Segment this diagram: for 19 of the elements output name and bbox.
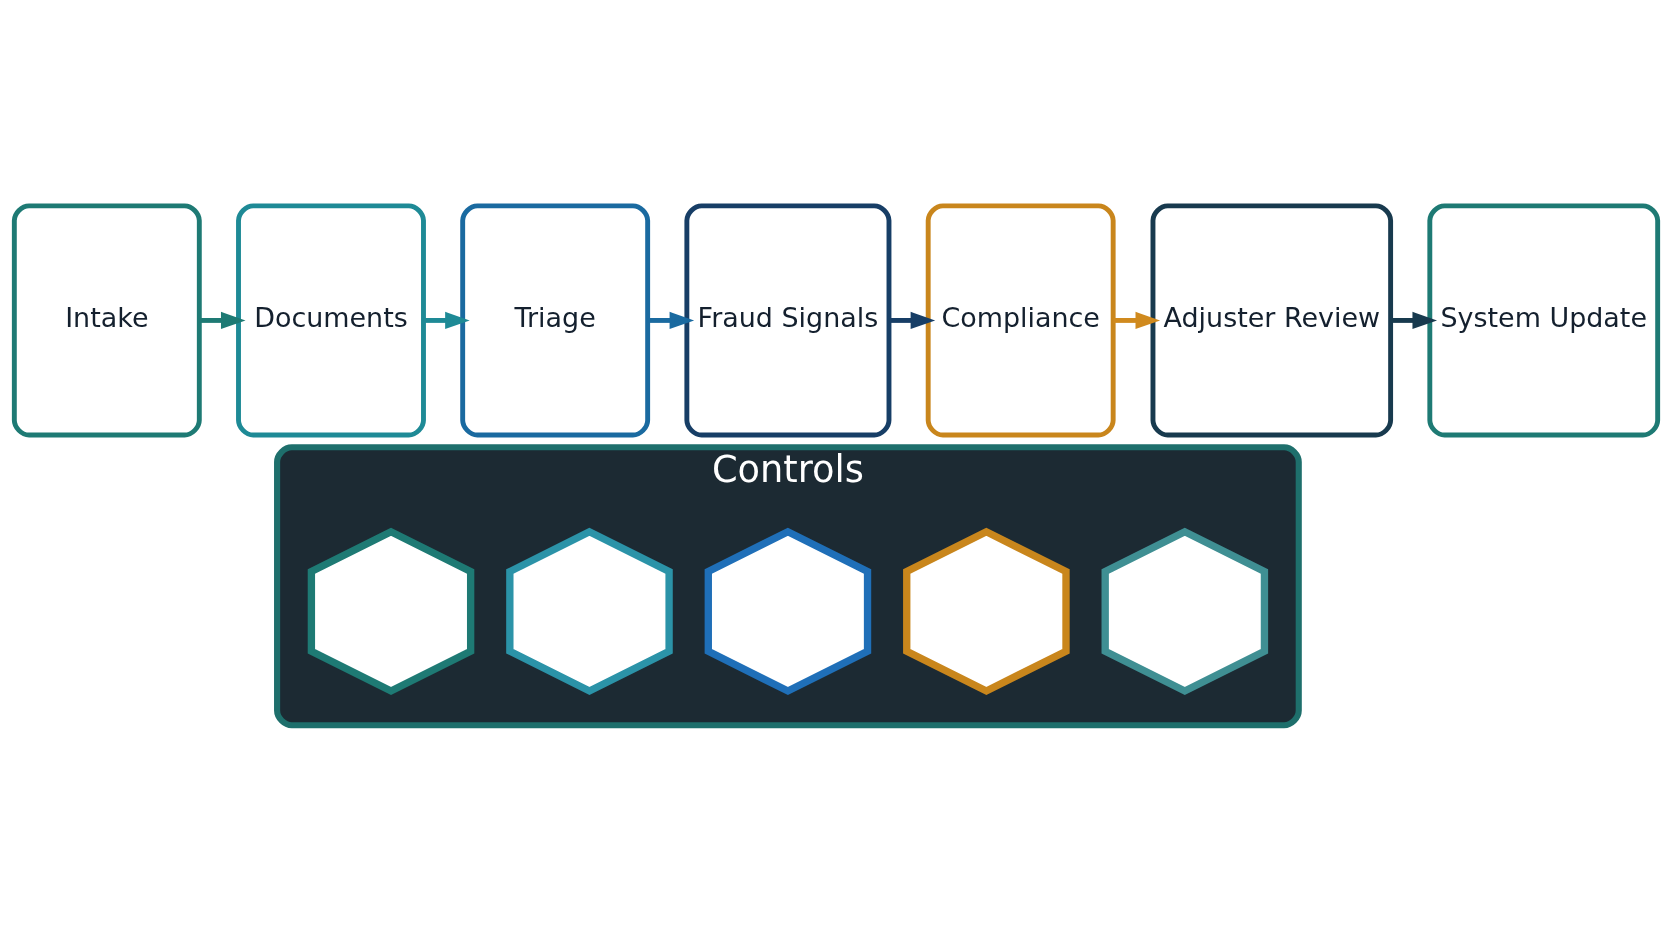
node-hexagon [1101,527,1269,696]
node-box: Compliance [925,203,1116,438]
node-box: System Update [1427,203,1661,438]
arrow [1390,311,1438,330]
node-box: Adjuster Review [1150,203,1394,438]
node-hexagon [307,527,475,696]
node-hexagon [903,527,1070,696]
arrow [889,311,936,330]
node-box: Fraud Signals [684,203,892,438]
node-box: Triage [460,203,651,438]
node-box: Intake [11,203,202,438]
node-hexagon [506,527,673,696]
arrow [647,311,695,330]
arrow [199,311,246,330]
cluster: Controls [274,444,1302,729]
arrow [423,311,470,330]
node-hexagon [704,527,872,696]
arrow [1113,311,1161,330]
node-box: Documents [236,203,426,438]
